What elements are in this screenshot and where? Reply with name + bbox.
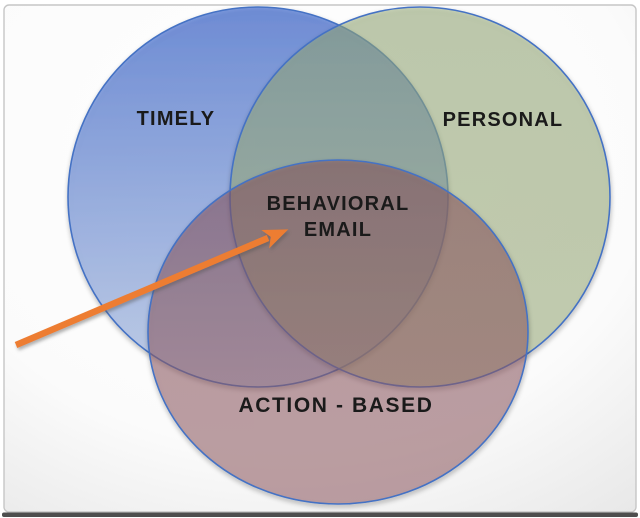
annotation-arrow-icon [14,229,289,348]
label-timely: TIMELY [137,108,216,130]
label-email: EMAIL [304,219,372,241]
label-personal: PERSONAL [443,109,564,131]
label-behavioral: BEHAVIORAL [267,193,410,215]
frame-bottom-shadow [2,512,638,517]
label-action-based: ACTION - BASED [238,394,433,417]
